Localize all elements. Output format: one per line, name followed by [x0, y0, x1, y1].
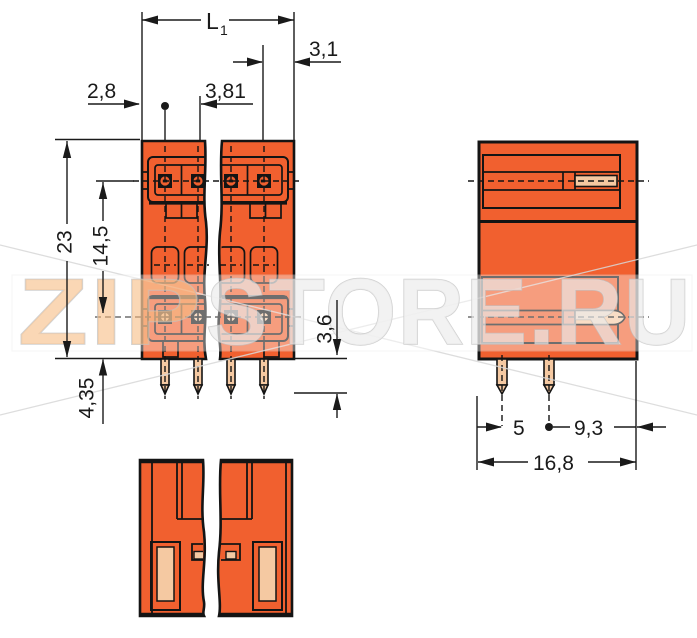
- dim-2-8-label: 2,8: [87, 80, 116, 103]
- datum-dot: [545, 423, 553, 431]
- dimension-16-8: 16,8: [478, 449, 636, 475]
- front-right-internals: [221, 156, 294, 358]
- dimension-annotations: L 1 3,1 3,81 2,8: [54, 8, 666, 475]
- bottom-body-left-half: [138, 458, 207, 618]
- dim-3-6-label: 3,6: [314, 314, 337, 343]
- datum-dot: [161, 102, 169, 110]
- dimension-23: 23: [54, 141, 77, 358]
- dim-5-label: 5: [513, 417, 525, 440]
- dim-23-label: 23: [54, 230, 77, 253]
- dim-14-5-label: 14,5: [90, 226, 113, 267]
- front-solder-pins: [159, 358, 270, 396]
- bottom-body-right-half: [216, 458, 294, 618]
- side-solder-pins: [495, 358, 556, 396]
- dim-9-3-label: 9,3: [574, 417, 603, 440]
- dimension-3-6: 3,6: [294, 300, 347, 418]
- bottom-left-internals: [141, 460, 203, 616]
- dimension-14-5: 14,5: [90, 180, 134, 314]
- dimension-3-81: 3,81: [201, 80, 253, 109]
- dimension-9-3: 9,3: [545, 412, 666, 440]
- side-bottom-extension-lines: [476, 361, 637, 470]
- side-view: [468, 140, 649, 426]
- watermark-text-gray: STORE.RU: [206, 259, 692, 364]
- dim-16-8-label: 16,8: [533, 452, 574, 475]
- watermark: ZIP STORE.RU: [0, 244, 697, 416]
- watermark-band: [11, 274, 693, 352]
- dim-l1-subscript: 1: [220, 22, 228, 38]
- dimension-l1: L 1: [142, 8, 294, 38]
- dimension-4-35: 4,35: [76, 359, 108, 424]
- dim-3-81-label: 3,81: [205, 80, 246, 103]
- watermark-text-orange: ZIP: [18, 259, 203, 364]
- bottom-right-internals: [220, 460, 291, 616]
- front-view: [95, 139, 305, 399]
- dimension-3-1: 3,1: [233, 38, 341, 67]
- dim-l1-label: L: [206, 8, 219, 34]
- front-centerlines: [95, 146, 305, 399]
- dimension-2-8: 2,8: [87, 80, 140, 109]
- dim-4-35-label: 4,35: [76, 378, 99, 419]
- top-extension-lines: [141, 12, 295, 140]
- dim-3-1-label: 3,1: [309, 38, 338, 61]
- bottom-view: [138, 458, 294, 618]
- front-top-contacts: [158, 174, 271, 188]
- dimension-5: 5: [477, 417, 525, 440]
- left-extension-lines: [55, 138, 142, 360]
